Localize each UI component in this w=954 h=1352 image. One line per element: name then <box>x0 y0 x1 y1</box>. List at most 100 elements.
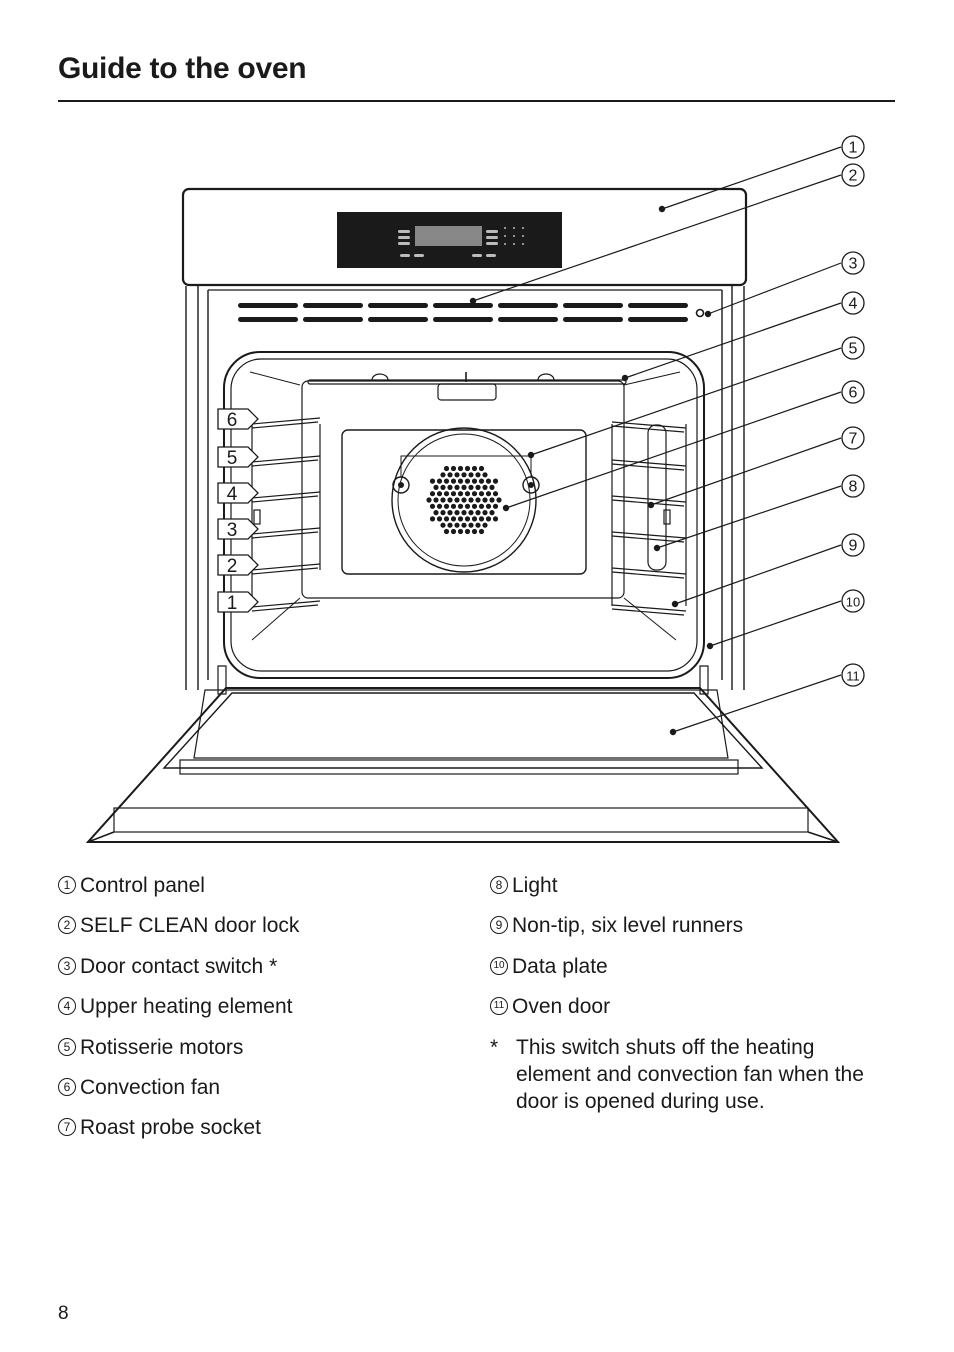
display-buttons <box>398 227 524 257</box>
callout-circle <box>841 135 865 159</box>
callout-9: 9 <box>671 533 865 608</box>
callout-circle <box>841 533 865 557</box>
hinge-left <box>217 665 227 695</box>
title-rule <box>58 100 895 102</box>
callout-number: 10 <box>846 595 860 610</box>
callout-dot <box>653 544 661 552</box>
legend-number: 8 <box>490 876 508 894</box>
callout-dot <box>671 600 679 608</box>
callout-6: 6 <box>502 380 865 512</box>
runners-left <box>251 417 321 612</box>
callout-number: 6 <box>849 385 858 402</box>
callout-circle <box>841 291 865 315</box>
legend-label: Non-tip, six level runners <box>512 914 744 938</box>
oven-cavity-inner <box>230 358 698 672</box>
legend-label: Convection fan <box>80 1075 221 1099</box>
shelf-level-tag: 4 <box>217 482 259 505</box>
legend-label: Oven door <box>512 995 611 1019</box>
legend-label: Data plate <box>512 954 608 978</box>
callout-4: 4 <box>621 291 865 382</box>
legend-label: Door contact switch * <box>80 954 278 978</box>
shelf-level-label: 6 <box>227 410 238 431</box>
callout-circle <box>841 336 865 360</box>
fan-cover-outer <box>391 427 537 573</box>
hinge-right <box>699 665 709 695</box>
callout-dot <box>706 642 714 650</box>
callout-number: 11 <box>846 669 860 684</box>
display-screen <box>415 226 482 246</box>
callout-circle <box>841 163 865 187</box>
callout-dot <box>621 374 629 382</box>
vent-slots <box>238 303 688 322</box>
legend-label: Upper heating element <box>80 995 293 1019</box>
legend-number: 10 <box>490 956 508 975</box>
legend-label: Rotisserie motors <box>80 1035 244 1059</box>
callout-number: 3 <box>849 256 858 273</box>
cavity-perspective <box>249 371 681 641</box>
callout-dot <box>704 310 712 318</box>
legend-label: Light <box>512 874 558 897</box>
legend-label: Control panel <box>80 874 205 897</box>
runners-right <box>611 421 687 616</box>
shelf-level-label: 4 <box>227 484 238 505</box>
callout-circle <box>841 589 865 613</box>
callout-dot <box>527 451 535 459</box>
callout-dot <box>647 501 655 509</box>
callout-number: 7 <box>849 431 858 448</box>
light-fixtures <box>371 373 555 381</box>
footnote-text: This switch shuts off the heating elemen… <box>516 1035 864 1113</box>
probe-socket <box>663 509 671 525</box>
legend-number: 2 <box>58 916 76 935</box>
legend-number: 3 <box>58 956 76 975</box>
legend-number: 4 <box>58 997 76 1016</box>
light-cover <box>647 424 667 571</box>
oven-cavity-outer <box>223 351 705 679</box>
legend-number: 6 <box>58 1077 76 1096</box>
callout-number: 8 <box>849 479 858 496</box>
legend-label: Roast probe socket <box>80 1116 261 1140</box>
shelf-level-tag: 2 <box>217 554 259 577</box>
callout-number: 2 <box>849 168 858 185</box>
shelf-level-tag: 3 <box>217 518 259 541</box>
callout-dot <box>658 205 666 213</box>
callout-3: 3 <box>704 251 865 318</box>
fan-cover-panel <box>341 429 587 575</box>
legend-number: 11 <box>490 997 508 1016</box>
callout-5: 5 <box>527 336 865 459</box>
callout-circle <box>841 663 865 687</box>
legend-number: 7 <box>58 1118 76 1137</box>
callout-8: 8 <box>653 474 865 552</box>
legend-number: 9 <box>490 916 508 935</box>
shelf-level-label: 3 <box>227 520 238 541</box>
oven-door <box>85 687 841 843</box>
footnote-marker: * <box>490 1035 499 1059</box>
callout-number: 1 <box>849 140 858 157</box>
oven-frame <box>185 286 745 690</box>
door-lock-latch <box>458 304 468 308</box>
callout-7: 7 <box>647 426 865 509</box>
callout-number: 9 <box>849 538 858 555</box>
callout-10: 10 <box>706 589 865 650</box>
page-number: 8 <box>58 1303 69 1324</box>
footnote: * This switch shuts off the heating elem… <box>490 1034 890 1115</box>
callout-dot <box>469 297 477 305</box>
convection-fan-holes <box>426 465 502 535</box>
control-panel <box>181 187 748 287</box>
callout-1: 1 <box>658 135 865 213</box>
back-wall <box>301 380 625 599</box>
page-title: Guide to the oven <box>58 52 307 85</box>
callout-2: 2 <box>469 163 865 305</box>
